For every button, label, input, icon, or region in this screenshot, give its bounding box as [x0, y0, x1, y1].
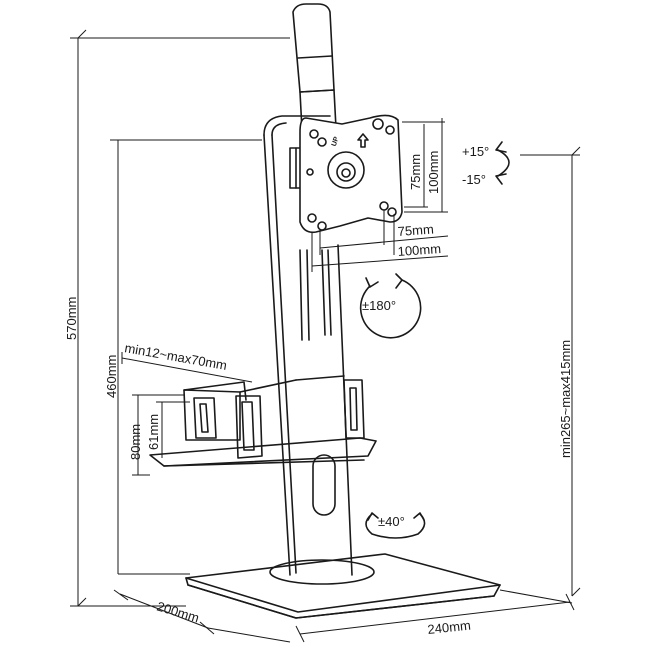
dim-pole-height: [110, 139, 262, 575]
dim-height-range-label: min265~max415mm: [558, 340, 573, 458]
dim-holder-width: [121, 352, 253, 383]
dim-depth: [113, 589, 291, 643]
vesa-up-label: UP: [331, 136, 341, 148]
base-plate: [185, 553, 501, 619]
dim-vesa-75h-label: 75mm: [397, 222, 434, 239]
vesa-plate: UP: [299, 114, 403, 234]
dim-80-label: 80mm: [128, 424, 143, 460]
dim-total-height: [70, 29, 290, 607]
swivel-label: ±40°: [378, 514, 405, 529]
dim-200-label: 200mm: [155, 599, 201, 626]
swivel-arrow-icon: [365, 512, 426, 539]
dim-vesa-100h-label: 100mm: [397, 241, 441, 259]
dim-vesa-100v-label: 100mm: [426, 151, 441, 194]
dim-460-label: 460mm: [104, 355, 119, 398]
dim-vesa-horizontal: [311, 210, 449, 272]
dim-vesa-vertical: [402, 118, 448, 213]
dim-240-label: 240mm: [427, 618, 472, 637]
rotation-arrow-icon: [359, 273, 422, 339]
dim-height-range: [520, 146, 581, 597]
dim-570-label: 570mm: [64, 297, 79, 340]
cpu-holder: [149, 375, 377, 467]
tilt-up-label: +15°: [462, 144, 489, 159]
dim-vesa-75v-label: 75mm: [408, 154, 423, 190]
dim-61-label: 61mm: [146, 414, 161, 450]
dim-width: [295, 589, 575, 643]
rotation-label: ±180°: [362, 298, 396, 313]
dim-holder-heights: [132, 394, 190, 476]
tilt-down-label: -15°: [462, 172, 486, 187]
tilt-arrow-icon: [495, 141, 510, 185]
